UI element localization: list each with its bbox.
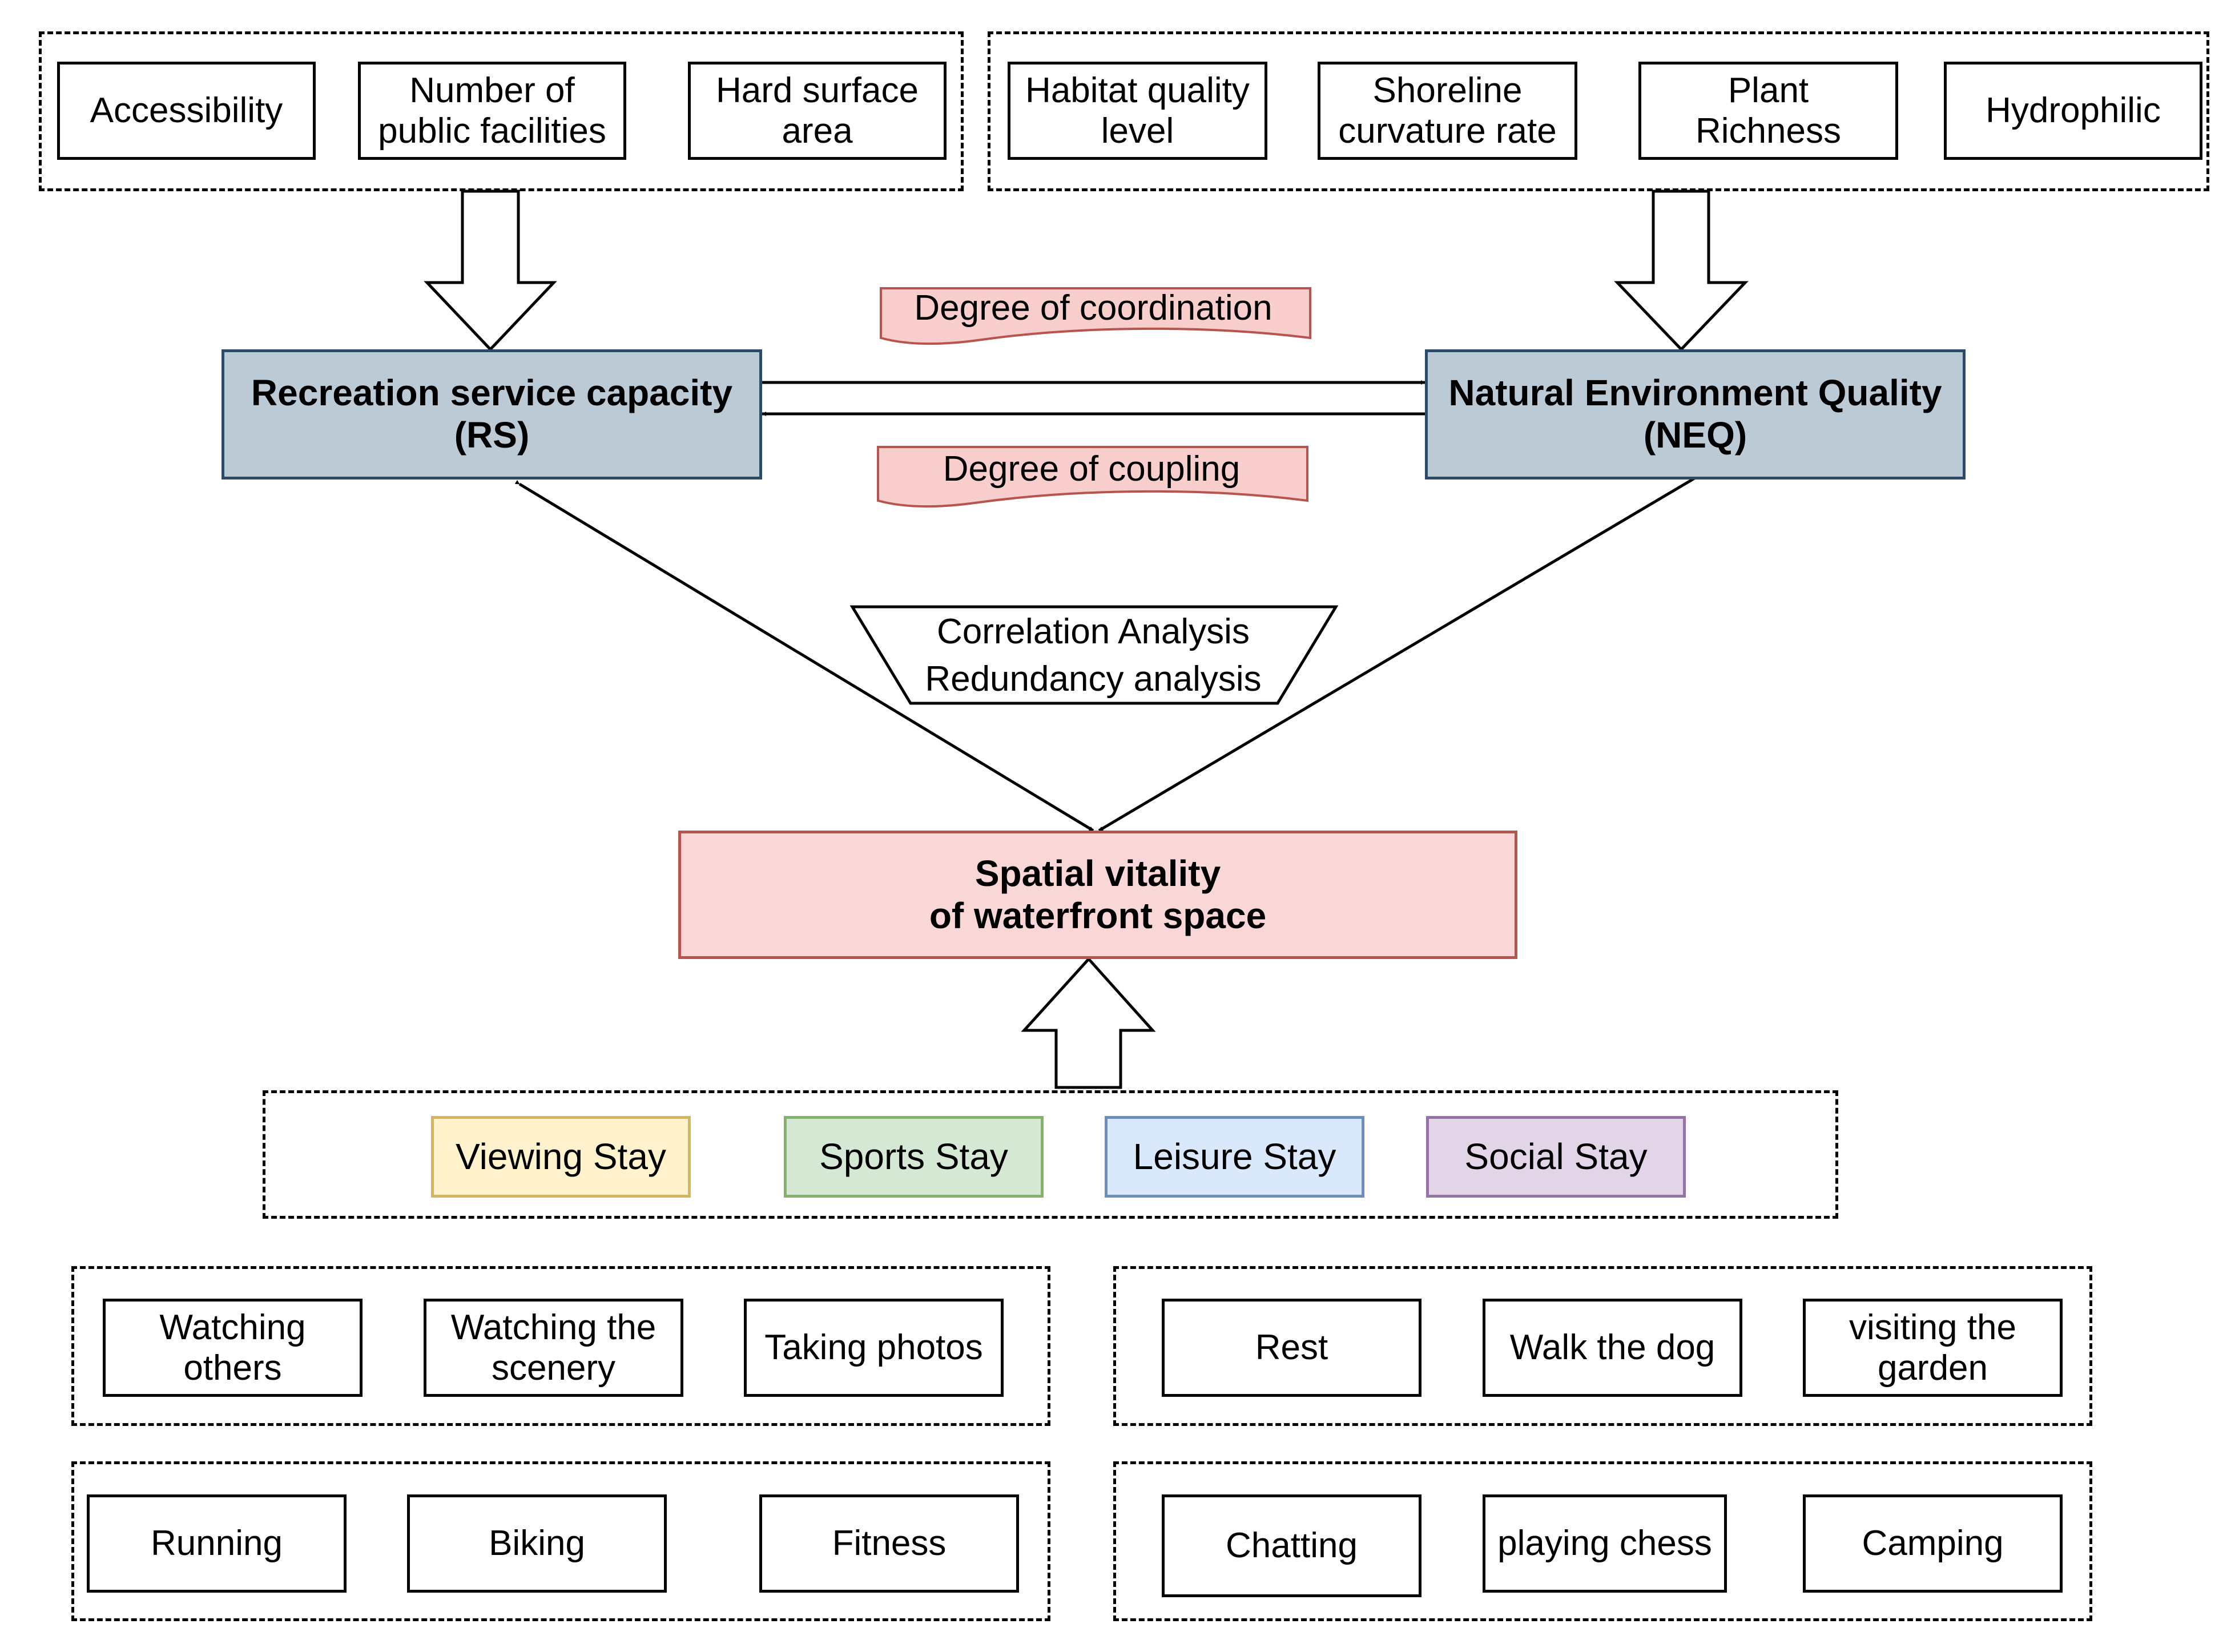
activity-taking-photos: Taking photos (744, 1299, 1004, 1397)
activity-camping: Camping (1803, 1494, 2063, 1593)
indicator-public-facilities: Number of public facilities (358, 62, 626, 160)
rs-vitality-arrow (514, 480, 1094, 832)
coordination-tape (880, 287, 1311, 345)
rs-node: Recreation service capacity (RS) (222, 349, 762, 480)
activity-watching-others: Watching others (103, 1299, 363, 1397)
activity-visiting-garden: visiting the garden (1803, 1299, 2063, 1397)
activity-playing-chess: playing chess (1483, 1494, 1727, 1593)
coupling-label: Degree of coupling (943, 449, 1240, 489)
coordination-label: Degree of coordination (914, 288, 1272, 328)
correlation-analysis-label: Correlation Analysis (937, 612, 1250, 651)
stay-leisure: Leisure Stay (1105, 1116, 1364, 1198)
indicator-accessibility: Accessibility (57, 62, 316, 160)
coupling-tape (877, 446, 1308, 508)
stay-viewing: Viewing Stay (431, 1116, 691, 1198)
activity-chatting: Chatting (1162, 1494, 1421, 1597)
indicator-shoreline-curvature: Shoreline curvature rate (1318, 62, 1577, 160)
redundancy-analysis-label: Redundancy analysis (925, 659, 1261, 699)
analysis-trapezoid (849, 605, 1339, 705)
indicator-habitat-quality: Habitat quality level (1008, 62, 1267, 160)
rs-indicator-group (39, 31, 964, 191)
neq-node: Natural Environment Quality (NEQ) (1425, 349, 1966, 480)
leisure-activity-group (1113, 1266, 2092, 1426)
indicator-hard-surface-area: Hard surface area (688, 62, 947, 160)
neq-indicator-group (988, 31, 2209, 191)
activity-rest: Rest (1162, 1299, 1421, 1397)
neq-vitality-arrow (1098, 474, 1700, 832)
vitality-input-arrow (1021, 957, 1156, 1089)
rs-input-arrow (424, 190, 557, 352)
sports-activity-group (71, 1461, 1050, 1621)
vitality-node: Spatial vitality of waterfront space (678, 831, 1517, 959)
activity-running: Running (87, 1494, 347, 1593)
social-activity-group (1113, 1461, 2092, 1621)
activity-biking: Biking (407, 1494, 667, 1593)
indicator-plant-richness: Plant Richness (1638, 62, 1898, 160)
activity-fitness: Fitness (759, 1494, 1019, 1593)
indicator-hydrophilic: Hydrophilic (1944, 62, 2202, 160)
stay-type-group (263, 1090, 1838, 1219)
viewing-activity-group (71, 1266, 1050, 1426)
stay-social: Social Stay (1426, 1116, 1686, 1198)
stay-sports: Sports Stay (784, 1116, 1044, 1198)
activity-watching-scenery: Watching the scenery (424, 1299, 683, 1397)
activity-walk-the-dog: Walk the dog (1483, 1299, 1742, 1397)
neq-input-arrow (1614, 190, 1749, 352)
